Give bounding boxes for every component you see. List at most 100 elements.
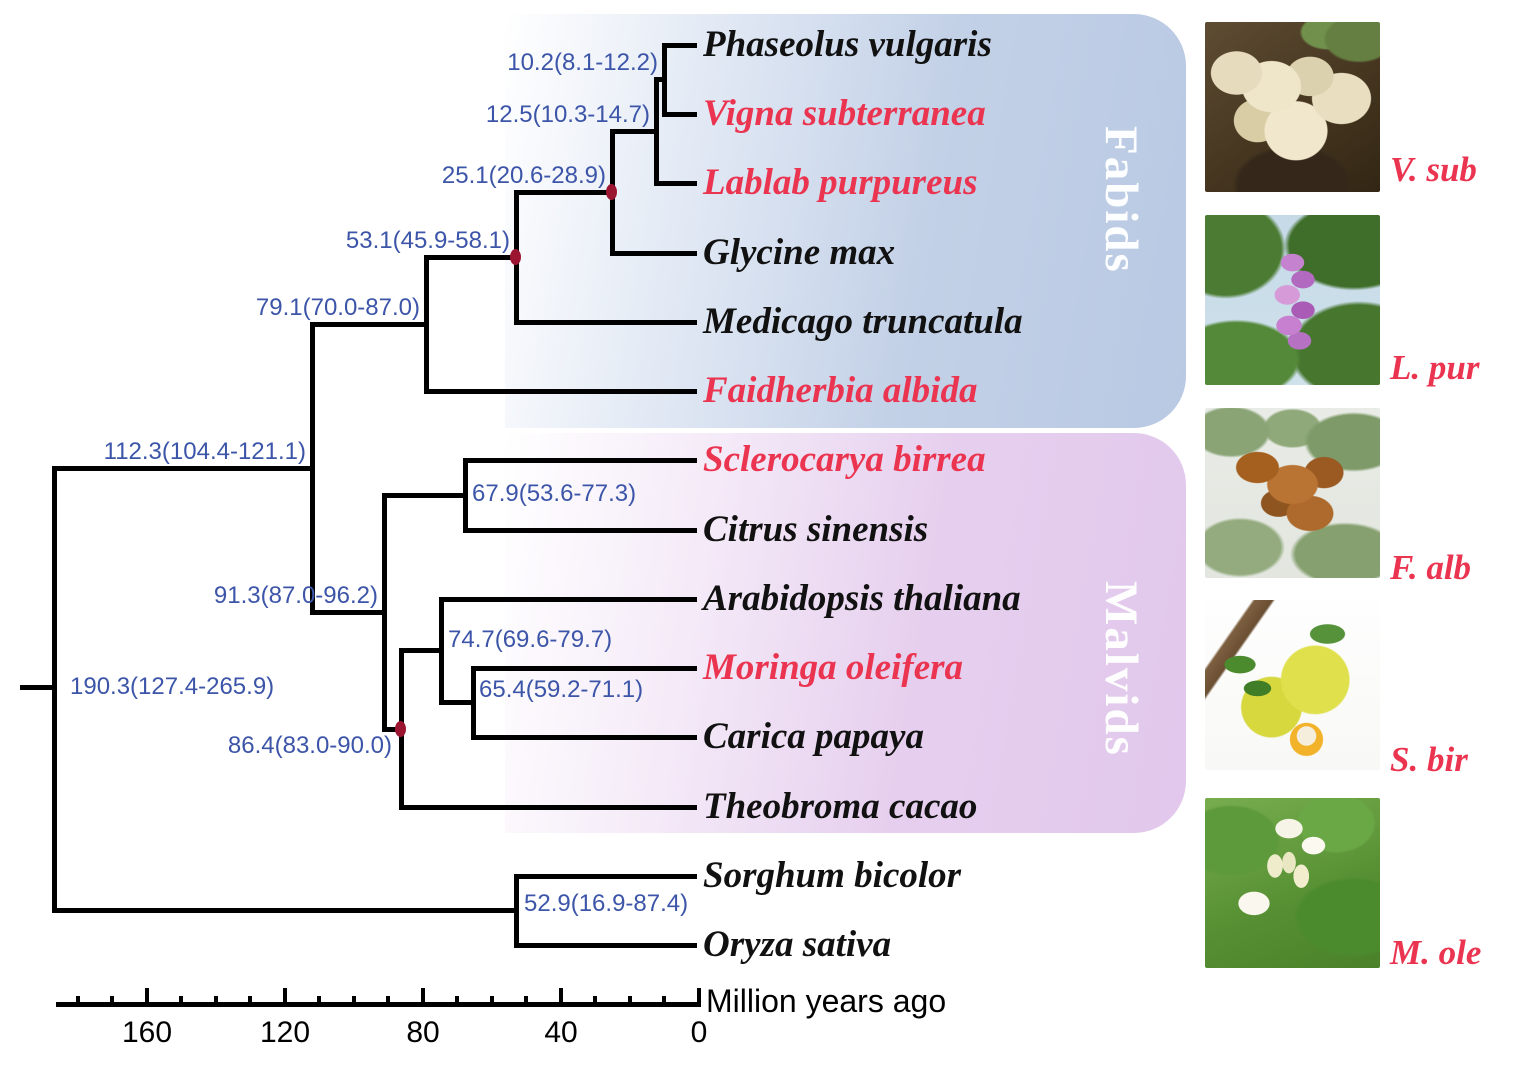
axis-minor-tick	[179, 996, 183, 1006]
photo-label-s-bir: S. bir	[1390, 740, 1468, 779]
axis-minor-tick	[352, 996, 356, 1006]
branch-tip-sclerocarya	[465, 458, 697, 463]
axis-minor-tick	[593, 996, 597, 1006]
axis-tick-label: 0	[690, 1016, 708, 1049]
branch-tip-oryza	[516, 943, 697, 948]
branch-tip-lablab	[656, 181, 697, 186]
branch-tip-citrus	[465, 528, 697, 533]
axis-major-tick	[421, 988, 425, 1006]
axis-title: Million years ago	[706, 983, 947, 1019]
branch-vertical	[52, 466, 57, 913]
species-label-sclerocarya: Sclerocarya birrea	[703, 439, 986, 480]
axis-minor-tick	[628, 996, 632, 1006]
photo-sclerocarya-birrea	[1205, 600, 1380, 770]
branch-vertical	[310, 322, 315, 615]
axis-minor-tick	[386, 996, 390, 1006]
malvids-clade-band: Malvids	[505, 433, 1186, 833]
node-age-label: 67.9(53.6-77.3)	[472, 480, 637, 507]
axis-tick-label: 160	[121, 1016, 173, 1049]
species-label-medicago: Medicago truncatula	[703, 301, 1023, 342]
axis-minor-tick	[524, 996, 528, 1006]
fabids-clade-label: Fabids	[1095, 126, 1147, 274]
axis-minor-tick	[662, 996, 666, 1006]
branch-vertical	[424, 255, 429, 394]
branch-internal	[54, 466, 315, 471]
species-label-oryza: Oryza sativa	[703, 924, 892, 965]
node-age-label: 53.1(45.9-58.1)	[345, 227, 510, 254]
axis-major-tick	[145, 988, 149, 1006]
species-label-arabidopsis: Arabidopsis thaliana	[703, 578, 1021, 619]
species-label-lablab: Lablab purpureus	[703, 162, 978, 203]
species-label-citrus: Citrus sinensis	[703, 509, 929, 550]
branch-tip-phaseolus	[664, 43, 697, 48]
photo-label-f-alb: F. alb	[1390, 548, 1472, 587]
species-label-carica: Carica papaya	[703, 716, 924, 757]
branch-tip-glycine	[612, 251, 697, 256]
axis-tick-label: 120	[259, 1016, 311, 1049]
branch-vertical	[463, 458, 468, 533]
photo-faidherbia-albida	[1205, 408, 1380, 578]
branch-tip-arabidopsis	[441, 597, 697, 602]
node-age-label: 74.7(69.6-79.7)	[448, 626, 613, 653]
photo-moringa-oleifera	[1205, 798, 1380, 968]
axis-major-tick	[559, 988, 563, 1006]
axis-major-tick	[697, 988, 701, 1006]
branch-tip-carica	[473, 735, 697, 740]
branch-internal	[516, 190, 615, 195]
branch-internal	[312, 322, 429, 327]
axis-minor-tick	[317, 996, 321, 1006]
species-label-moringa: Moringa oleifera	[703, 647, 964, 688]
axis-minor-tick	[248, 996, 252, 1006]
branch-internal	[441, 700, 476, 705]
branch-tip-vigna	[664, 112, 697, 117]
branch-tip-theobroma	[401, 805, 697, 810]
branch-vertical	[471, 666, 476, 740]
time-axis-line	[56, 1002, 701, 1007]
branch-internal	[612, 129, 659, 134]
axis-tick-label: 80	[406, 1016, 440, 1049]
branch-internal	[426, 255, 519, 260]
node-age-label: 12.5(10.3-14.7)	[485, 101, 650, 128]
species-label-sorghum: Sorghum bicolor	[703, 855, 962, 896]
branch-vertical	[439, 597, 444, 705]
branch-internal	[312, 610, 387, 615]
axis-major-tick	[283, 988, 287, 1006]
axis-minor-tick	[490, 996, 494, 1006]
species-label-phaseolus: Phaseolus vulgaris	[703, 24, 992, 65]
photo-lablab-purpureus	[1205, 215, 1380, 385]
node-age-label: 79.1(70.0-87.0)	[255, 294, 420, 321]
photo-label-v-sub: V. sub	[1390, 150, 1477, 189]
branch-vertical	[514, 874, 519, 948]
node-age-label: 25.1(20.6-28.9)	[441, 162, 606, 189]
axis-minor-tick	[214, 996, 218, 1006]
branch-vertical	[654, 77, 659, 186]
branch-internal	[401, 648, 444, 653]
branch-internal	[54, 908, 519, 913]
axis-minor-tick	[110, 996, 114, 1006]
branch-tip-sorghum	[516, 874, 697, 879]
axis-minor-tick	[76, 996, 80, 1006]
node-age-label: 10.2(8.1-12.2)	[507, 49, 658, 76]
fabids-clade-band: Fabids	[505, 14, 1186, 428]
malvids-clade-label: Malvids	[1095, 581, 1147, 757]
photo-label-m-ole: M. ole	[1390, 933, 1482, 972]
branch-root-stub	[20, 685, 57, 690]
axis-minor-tick	[455, 996, 459, 1006]
node-age-label: 190.3(127.4-265.9)	[70, 673, 275, 700]
node-age-label: 86.4(83.0-90.0)	[227, 732, 392, 759]
species-label-vigna: Vigna subterranea	[703, 93, 986, 134]
node-age-label: 65.4(59.2-71.1)	[479, 676, 644, 703]
branch-tip-medicago	[516, 320, 697, 325]
branch-internal	[384, 493, 468, 498]
species-label-faidherbia: Faidherbia albida	[703, 370, 978, 411]
branch-vertical	[662, 43, 667, 117]
photo-label-l-pur: L. pur	[1390, 348, 1480, 387]
branch-internal	[656, 77, 667, 82]
node-age-label: 91.3(87.0-96.2)	[213, 582, 378, 609]
species-label-glycine: Glycine max	[703, 232, 896, 273]
node-support-dot	[606, 184, 617, 200]
node-age-label: 112.3(104.4-121.1)	[103, 438, 306, 465]
branch-tip-faidherbia	[426, 389, 697, 394]
photo-vigna-subterranea	[1205, 22, 1380, 192]
